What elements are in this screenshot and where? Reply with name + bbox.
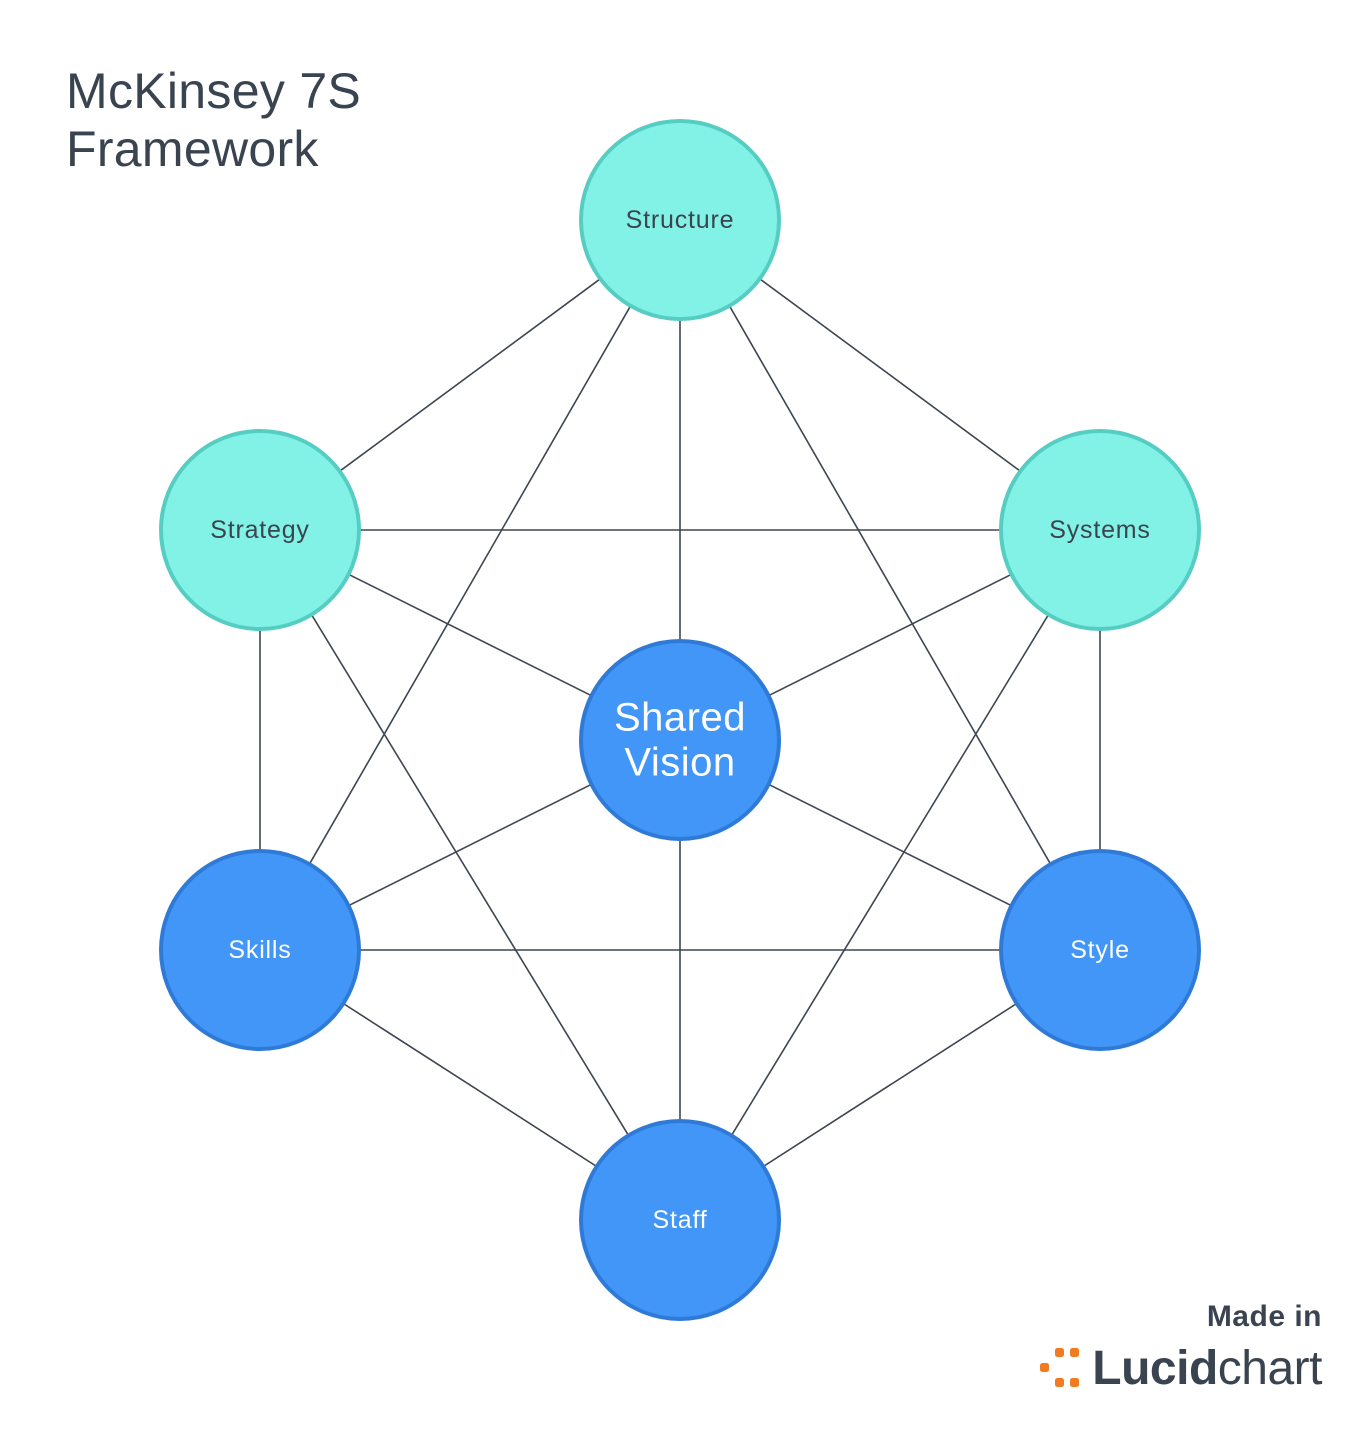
edge-strategy-staff <box>310 614 630 1136</box>
node-skills: Skills <box>159 849 361 1051</box>
title-line-1: McKinsey 7S <box>66 63 362 119</box>
node-circle-shared-vision <box>579 639 781 841</box>
edges-layer <box>259 278 1101 1168</box>
brand-regular: chart <box>1217 1341 1323 1395</box>
edge-structure-skills <box>308 305 632 865</box>
edge-shared-vision-skills <box>348 783 592 907</box>
node-circle-style <box>999 849 1201 1051</box>
node-circle-skills <box>159 849 361 1051</box>
edge-shared-vision-style <box>768 783 1012 907</box>
lucidchart-wordmark: Lucidchart <box>1092 1341 1322 1396</box>
node-strategy: Strategy <box>159 429 361 631</box>
edge-systems-shared-vision <box>768 573 1012 697</box>
made-in-lucidchart-watermark: Made in Lucidchart <box>1022 1300 1323 1410</box>
node-label-staff: Staff <box>653 1206 708 1234</box>
edge-skills-staff <box>342 1002 598 1168</box>
node-label-systems: Systems <box>1049 516 1150 544</box>
edge-style-staff <box>762 1002 1018 1168</box>
node-circle-systems <box>999 429 1201 631</box>
node-label-structure: Structure <box>626 206 735 234</box>
node-circle-structure <box>579 119 781 321</box>
edge-structure-strategy <box>339 278 601 472</box>
node-style: Style <box>999 849 1201 1051</box>
edge-strategy-shared-vision <box>348 573 592 697</box>
node-staff: Staff <box>579 1119 781 1321</box>
edge-structure-style <box>728 305 1052 865</box>
brand-bold: Lucid <box>1092 1341 1218 1395</box>
node-label-shared-vision-2: Vision <box>624 741 735 785</box>
edge-systems-staff <box>730 614 1050 1136</box>
node-label-skills: Skills <box>228 936 291 964</box>
node-systems: Systems <box>999 429 1201 631</box>
page-title: McKinsey 7S Framework <box>66 62 361 178</box>
node-structure: Structure <box>579 119 781 321</box>
edge-structure-systems <box>759 278 1021 472</box>
node-label-shared-vision-1: Shared <box>614 696 746 740</box>
lucidchart-mark-icon <box>1040 1348 1080 1387</box>
node-label-style: Style <box>1070 936 1130 964</box>
made-in-text: Made in <box>1206 1300 1322 1333</box>
lucidchart-logo: Lucidchart <box>1036 1340 1323 1396</box>
node-label-strategy: Strategy <box>210 516 310 544</box>
title-line-2: Framework <box>66 121 319 177</box>
node-circle-strategy <box>159 429 361 631</box>
node-circle-staff <box>579 1119 781 1321</box>
